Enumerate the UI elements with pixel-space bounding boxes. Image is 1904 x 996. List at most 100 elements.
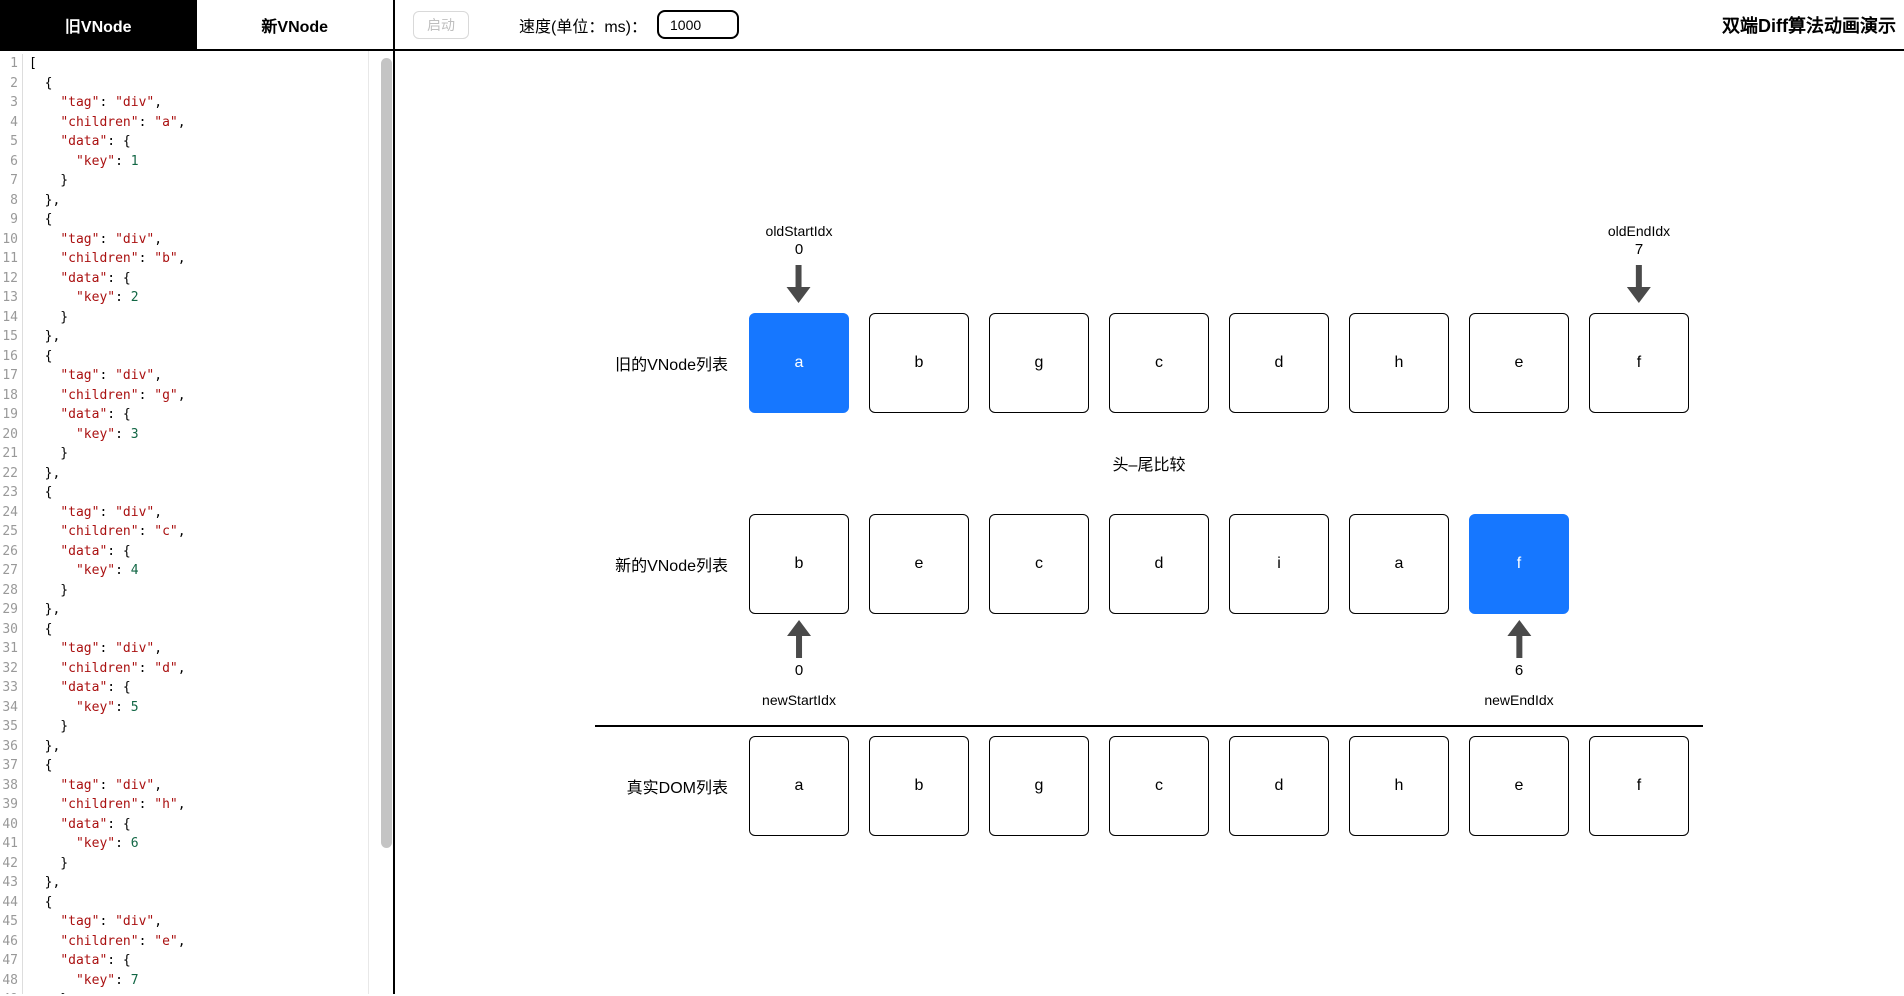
code-line: 2 { bbox=[0, 73, 393, 93]
code-line: 19 "data": { bbox=[0, 405, 393, 425]
vnode-box: b bbox=[869, 736, 969, 836]
line-number: 20 bbox=[0, 424, 23, 444]
line-number: 12 bbox=[0, 268, 23, 288]
code-area[interactable]: 1[2 {3 "tag": "div",4 "children": "a",5 … bbox=[0, 51, 393, 994]
separator-line bbox=[595, 725, 1703, 727]
old-end-value: 7 bbox=[1634, 241, 1644, 258]
new-start-pointer: 0 newStartIdx bbox=[762, 620, 836, 709]
line-number: 6 bbox=[0, 151, 23, 171]
vnode-box: a bbox=[749, 313, 849, 413]
line-number: 38 bbox=[0, 775, 23, 795]
vnode-box: d bbox=[1229, 736, 1329, 836]
compare-label: 头–尾比较 bbox=[1112, 457, 1186, 474]
old-end-label: oldEndIdx bbox=[1607, 223, 1671, 239]
code-line: 40 "data": { bbox=[0, 814, 393, 834]
line-number: 5 bbox=[0, 132, 23, 152]
line-number: 28 bbox=[0, 580, 23, 600]
start-button[interactable]: 启动 bbox=[413, 10, 469, 39]
line-number: 19 bbox=[0, 405, 23, 425]
vnode-box: h bbox=[1349, 313, 1449, 413]
code-line: 17 "tag": "div", bbox=[0, 366, 393, 386]
line-number: 26 bbox=[0, 541, 23, 561]
line-number: 10 bbox=[0, 229, 23, 249]
old-start-pointer: oldStartIdx 0 bbox=[766, 222, 832, 303]
speed-input[interactable] bbox=[657, 10, 739, 39]
code-line: 36 }, bbox=[0, 736, 393, 756]
scrollbar-thumb[interactable] bbox=[381, 58, 392, 848]
vnode-box: d bbox=[1229, 313, 1329, 413]
code-line: 41 "key": 6 bbox=[0, 834, 393, 854]
line-number: 44 bbox=[0, 892, 23, 912]
line-number: 31 bbox=[0, 639, 23, 659]
line-number: 3 bbox=[0, 93, 23, 113]
code-line: 44 { bbox=[0, 892, 393, 912]
line-number: 37 bbox=[0, 756, 23, 776]
code-line: 33 "data": { bbox=[0, 678, 393, 698]
line-number: 49 bbox=[0, 990, 23, 994]
vnode-box: b bbox=[749, 514, 849, 614]
line-number: 43 bbox=[0, 873, 23, 893]
code-line: 15 }, bbox=[0, 327, 393, 347]
vnode-json-editor[interactable]: 1[2 {3 "tag": "div",4 "children": "a",5 … bbox=[0, 51, 395, 994]
line-number: 47 bbox=[0, 951, 23, 971]
editor-scrollbar[interactable] bbox=[368, 51, 393, 994]
up-arrow-icon bbox=[1507, 620, 1531, 658]
line-number: 14 bbox=[0, 307, 23, 327]
vnode-box: d bbox=[1109, 514, 1209, 614]
line-number: 22 bbox=[0, 463, 23, 483]
tab-old-vnode[interactable]: 旧VNode bbox=[0, 0, 197, 49]
line-number: 1 bbox=[0, 54, 23, 74]
new-end-value: 6 bbox=[1514, 662, 1524, 679]
code-line: 12 "data": { bbox=[0, 268, 393, 288]
code-line: 10 "tag": "div", bbox=[0, 229, 393, 249]
code-line: 24 "tag": "div", bbox=[0, 502, 393, 522]
line-number: 32 bbox=[0, 658, 23, 678]
code-line: 43 }, bbox=[0, 873, 393, 893]
main-area: 1[2 {3 "tag": "div",4 "children": "a",5 … bbox=[0, 51, 1904, 994]
line-number: 29 bbox=[0, 600, 23, 620]
vnode-box: g bbox=[989, 736, 1089, 836]
code-line: 13 "key": 2 bbox=[0, 288, 393, 308]
line-number: 42 bbox=[0, 853, 23, 873]
code-line: 11 "children": "b", bbox=[0, 249, 393, 269]
code-line: 48 "key": 7 bbox=[0, 970, 393, 990]
code-line: 49 } bbox=[0, 990, 393, 994]
line-number: 21 bbox=[0, 444, 23, 464]
line-number: 48 bbox=[0, 970, 23, 990]
line-number: 30 bbox=[0, 619, 23, 639]
line-number: 4 bbox=[0, 112, 23, 132]
vnode-box: g bbox=[989, 313, 1089, 413]
code-line: 34 "key": 5 bbox=[0, 697, 393, 717]
up-arrow-icon bbox=[787, 620, 811, 658]
page-title: 双端Diff算法动画演示 bbox=[1722, 15, 1896, 36]
row-label: 新的VNode列表 bbox=[615, 558, 728, 575]
code-line: 22 }, bbox=[0, 463, 393, 483]
code-line: 26 "data": { bbox=[0, 541, 393, 561]
line-number: 11 bbox=[0, 249, 23, 269]
old-start-value: 0 bbox=[794, 241, 804, 258]
new-start-label: newStartIdx bbox=[762, 692, 836, 708]
code-line: 25 "children": "c", bbox=[0, 522, 393, 542]
vnode-box: c bbox=[1109, 736, 1209, 836]
line-number: 33 bbox=[0, 678, 23, 698]
code-line: 8 }, bbox=[0, 190, 393, 210]
vnode-box: b bbox=[869, 313, 969, 413]
line-number: 27 bbox=[0, 561, 23, 581]
row-label: 真实DOM列表 bbox=[626, 780, 728, 797]
tab-new-vnode[interactable]: 新VNode bbox=[196, 0, 393, 49]
code-line: 5 "data": { bbox=[0, 132, 393, 152]
vnode-box: e bbox=[869, 514, 969, 614]
vnode-box: a bbox=[749, 736, 849, 836]
code-line: 32 "children": "d", bbox=[0, 658, 393, 678]
line-number: 23 bbox=[0, 483, 23, 503]
code-line: 39 "children": "h", bbox=[0, 795, 393, 815]
code-line: 46 "children": "e", bbox=[0, 931, 393, 951]
vnode-box: f bbox=[1589, 736, 1689, 836]
line-number: 16 bbox=[0, 346, 23, 366]
code-line: 3 "tag": "div", bbox=[0, 93, 393, 113]
vnode-box: c bbox=[1109, 313, 1209, 413]
